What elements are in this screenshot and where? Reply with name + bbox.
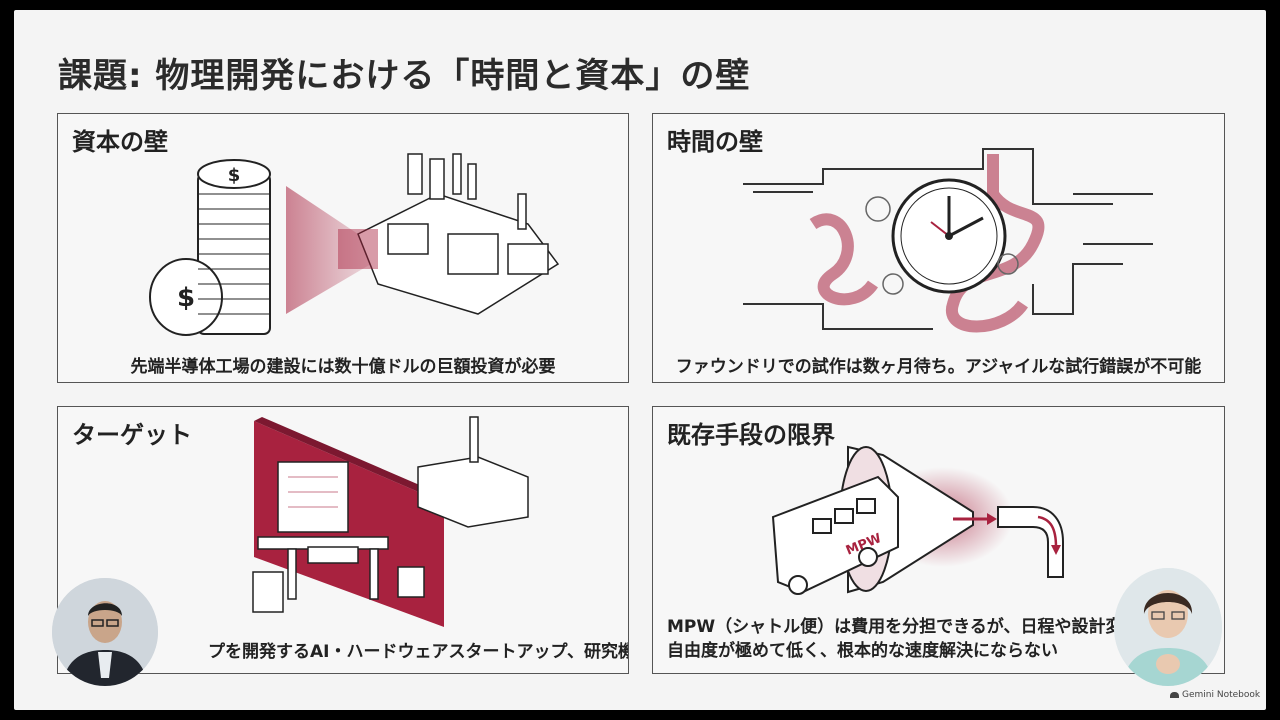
panel-caption: 先端半導体工場の建設には数十億ドルの巨額投資が必要 bbox=[130, 357, 556, 377]
panel-title: 時間の壁 bbox=[667, 128, 763, 156]
panel-caption: MPW（シャトル便）は費用を分担できるが、日程や設計変 自由度が極めて低く、根本… bbox=[667, 615, 1147, 663]
panel-title: ターゲット bbox=[72, 421, 192, 449]
panel-title: 資本の壁 bbox=[72, 128, 168, 156]
svg-text:$: $ bbox=[228, 165, 241, 186]
panel-existing-limits: 既存手段の限界 MPW MPW（シャトル便）は費用を分担できるが、日程や設 bbox=[652, 406, 1225, 674]
slide-title: 課題: 物理開発における「時間と資本」の壁 bbox=[58, 56, 751, 96]
caption-line: MPW（シャトル便）は費用を分担できるが、日程や設計変 bbox=[667, 617, 1123, 637]
panel-capital-wall: 資本の壁 $ $ bbox=[57, 113, 629, 383]
person-avatar-icon bbox=[1114, 568, 1222, 686]
panel-caption: プを開発するAI・ハードウェアスタートアップ、研究機関 bbox=[208, 642, 629, 662]
panel-time-wall: 時間の壁 ファウンドリでの試作は数ヶ月待ち。アジャイルな試行錯誤が不可能 bbox=[652, 113, 1225, 383]
panel-caption: ファウンドリでの試作は数ヶ月待ち。アジャイルな試行錯誤が不可能 bbox=[675, 357, 1202, 377]
clock-pipes-illustration bbox=[743, 148, 1153, 333]
webcam-presenter-right bbox=[1114, 568, 1222, 686]
bus-funnel-illustration: MPW bbox=[771, 445, 1064, 595]
caption-line: 自由度が極めて低く、根本的な速度解決にならない bbox=[667, 641, 1058, 661]
branding-label: Gemini Notebook bbox=[1182, 690, 1261, 700]
slide: 課題: 物理開発における「時間と資本」の壁 資本の壁 $ $ bbox=[14, 10, 1266, 710]
person-avatar-icon bbox=[52, 578, 158, 686]
notebook-logo-icon bbox=[1170, 691, 1179, 698]
coins-factory-illustration: $ $ bbox=[149, 153, 560, 336]
webcam-presenter-left bbox=[52, 578, 158, 686]
branding: Gemini Notebook bbox=[1170, 690, 1260, 700]
svg-text:$: $ bbox=[177, 283, 195, 313]
workstation-wall-illustration bbox=[252, 416, 529, 627]
panel-title: 既存手段の限界 bbox=[667, 421, 835, 449]
